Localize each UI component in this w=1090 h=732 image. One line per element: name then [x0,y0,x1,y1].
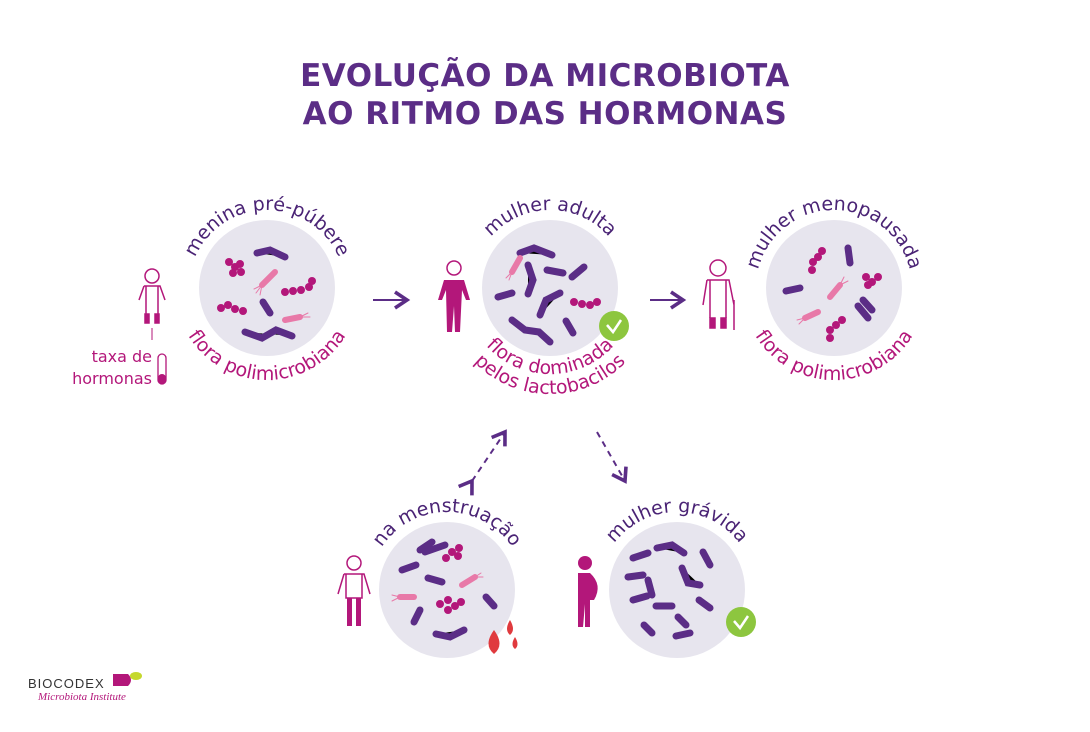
biocodex-logo: BIOCODEX Microbiota Institute [28,676,126,703]
hormone-level-legend: taxa de hormonas [72,347,152,388]
blood-drop-icon [488,620,518,654]
circle-prepubescent [199,220,335,356]
woman-figure-icon [438,260,470,332]
dashed-double-arrow-icon [457,429,507,496]
check-badge-icon [726,607,756,637]
title-line-1: EVOLUÇÃO DA MICROBIOTA [0,58,1090,94]
biocodex-logo-mark [113,672,142,686]
girl-figure-icon [138,268,166,324]
bacteria [217,244,882,641]
dashed-arrow-icon [596,431,628,484]
pregnant-woman-figure-icon [578,556,598,627]
check-badge-icon [599,311,629,341]
woman-menstruation-figure-icon [337,555,371,626]
title-line-2: AO RITMO DAS HORMONAS [0,96,1090,132]
hormone-tube-icon [151,328,167,385]
circle-adult [482,220,618,356]
elderly-woman-figure-icon [702,259,735,330]
